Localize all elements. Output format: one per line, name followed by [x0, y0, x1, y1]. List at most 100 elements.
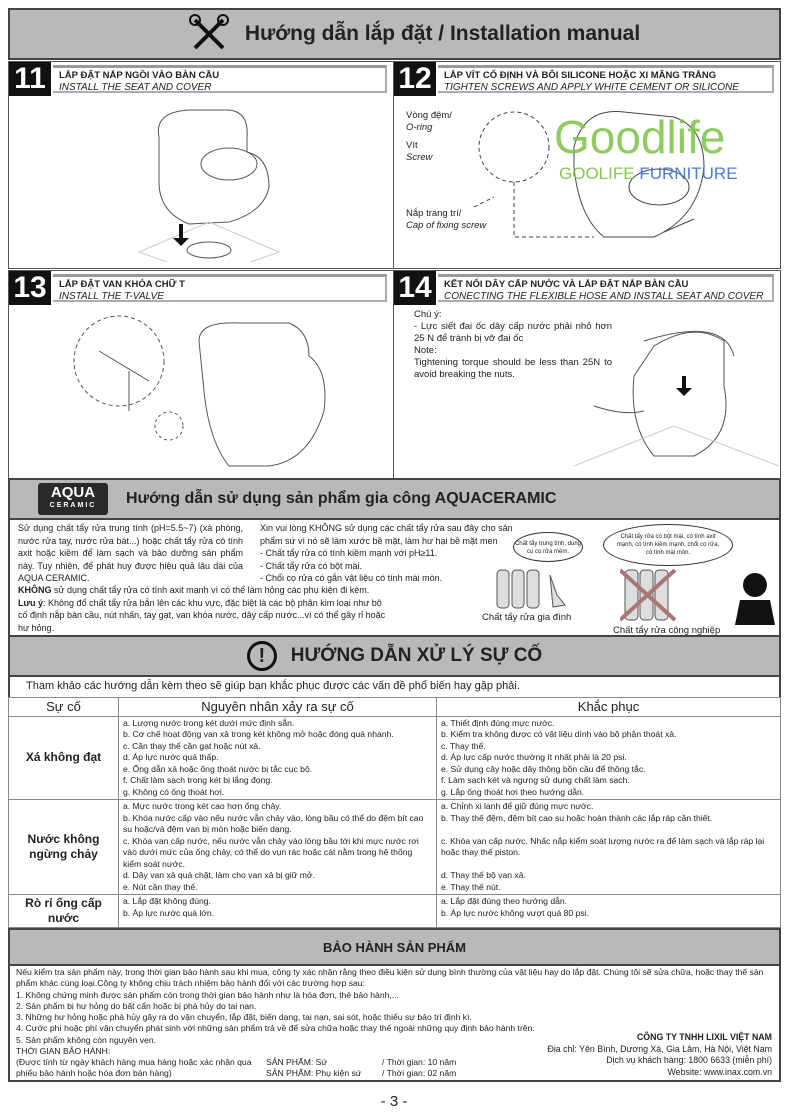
- list-item: c. Khóa van cấp nước, nếu nước vẫn chảy …: [123, 835, 419, 869]
- list-item: g. Không có ống thoát hơi.: [123, 786, 225, 797]
- aqua-paragraph-2: KHÔNG sử dụng chất tẩy rửa có tính axit …: [18, 585, 386, 633]
- warranty-period: THỜI GIAN BẢO HÀNH:(Được tính từ ngày kh…: [16, 1046, 252, 1078]
- list-item: a. Thiết định đúng mực nước.: [441, 717, 555, 728]
- issue-cell: Nước không ngừng chảy: [8, 799, 119, 895]
- goodlife-watermark-text: GOOLIFE FURNITURE: [559, 164, 738, 183]
- list-item: b. Áp lực nước không vượt quá 80 psi.: [441, 907, 589, 918]
- step-number: 13: [9, 271, 51, 305]
- screw-illustration: [474, 110, 705, 238]
- list-item: a. Chỉnh xi lanh để giữ đúng mực nước.: [441, 801, 594, 811]
- page-number: - 3 -: [380, 1093, 408, 1110]
- list-item: [441, 824, 776, 836]
- list-item: e. Nút cần thay thế.: [123, 881, 198, 892]
- fixes-cell: a. Chỉnh xi lanh để giữ đúng mực nước.b.…: [436, 799, 781, 895]
- household-cleaner-caption: Chất tẩy rửa gia đình: [482, 612, 572, 623]
- step-title-en: CONECTING THE FLEXIBLE HOSE AND INSTALL …: [444, 291, 764, 302]
- step-number: 11: [9, 62, 51, 96]
- industrial-cleaner-icon: [620, 568, 775, 625]
- label-screw-vi: Vít: [406, 140, 418, 151]
- list-item: d. Áp lực nước quá thấp.: [123, 752, 219, 762]
- warranty-terms: Nếu kiểm tra sản phẩm này, trong thời gi…: [16, 967, 764, 1045]
- warranty-header: BẢO HÀNH SẢN PHẨM: [8, 928, 781, 966]
- list-item: b. Thay thế đệm, đệm bít cao su hoặc hoà…: [441, 812, 713, 823]
- list-item: e. Ống dẫn xả hoặc ống thoát nước bị tắc…: [123, 763, 313, 774]
- col-fix: Khắc phục: [436, 697, 781, 717]
- causes-cell: a. Lượng nước trong két dưới mức định sẵ…: [118, 715, 437, 800]
- list-item: c. Thay thế.: [441, 740, 486, 751]
- col-cause: Nguyên nhân xảy ra sự cố: [118, 697, 437, 717]
- step-title-vi: LẮP ĐẶT NẮP NGỒI VÀO BÀN CẦU: [59, 70, 220, 81]
- label-screw-en: Screw: [406, 152, 433, 163]
- website-link[interactable]: Website: www.inax.com.vn: [667, 1066, 772, 1077]
- aqua-warning-list: Xin vui lòng KHÔNG sử dụng các chất tẩy …: [260, 523, 513, 583]
- speech-bubble-household: Chất tẩy trung tính, dụng cụ cọ rửa mềm.: [513, 532, 583, 562]
- list-item: a. Lượng nước trong két dưới mức định sẵ…: [123, 717, 295, 728]
- tools-icon: [188, 14, 229, 50]
- exclamation-icon: !: [246, 641, 277, 671]
- page-title: Hướng dẫn lắp đặt / Installation manual: [244, 22, 641, 45]
- warranty-body: [8, 964, 781, 1082]
- list-item: [441, 859, 776, 871]
- list-item: e. Thay thế nút.: [441, 881, 501, 892]
- list-item: a. Lắp đặt đúng theo hướng dẫn.: [441, 896, 568, 906]
- industrial-cleaner-caption: Chất tẩy rửa công nghiệp: [613, 625, 721, 636]
- aquaceramic-title: Hướng dẫn sử dụng sản phẩm gia công AQUA…: [126, 490, 557, 507]
- list-item: a. Lắp đặt không đúng.: [123, 896, 211, 906]
- causes-cell: a. Lắp đặt không đúng.b. Áp lực nước quá…: [118, 894, 437, 928]
- list-item: c. Cần thay thế cần gạt hoặc nút xả.: [123, 740, 261, 751]
- step-12: 12 LẮP VÍT CỐ ĐỊNH VÀ BÔI SILICONE HOẶC …: [393, 61, 781, 269]
- label-cap-en: Cap of fixing screw: [406, 220, 487, 231]
- goodlife-watermark-logo: Goodlife: [554, 111, 726, 163]
- household-cleaner-icon: [496, 569, 566, 609]
- list-item: a. Mực nước trong két cao hơn ống chảy.: [123, 801, 282, 811]
- list-item: f. Chất làm sạch trong két bị lắng đọng.: [123, 775, 273, 785]
- speech-bubble-industrial: Chất tẩy rửa có bột mài, có tính axit mạ…: [603, 524, 733, 566]
- step-number: 14: [394, 271, 436, 305]
- step-14: 14 KẾT NỐI DÂY CẤP NƯỚC VÀ LẮP ĐẶT NẮP B…: [393, 270, 781, 479]
- warranty-title: BẢO HÀNH SẢN PHẨM: [323, 939, 466, 955]
- t-valve-illustration: [73, 315, 326, 467]
- aqua-paragraph-1: Sử dụng chất tẩy rửa trung tính (pH=5.5~…: [18, 523, 243, 583]
- step-14-note: Chú ý:- Lực siết đai ốc dây cấp nước phả…: [414, 309, 612, 380]
- list-item: d. Áp lực cấp nước thường ít nhất phải l…: [441, 752, 627, 762]
- hose-seat-illustration: [574, 330, 779, 467]
- toilet-seat-illustration: [137, 109, 281, 262]
- warranty-products: SẢN PHẨM: Sứ/ Thời gian: 10 năm SẢN PHẨM…: [266, 1057, 457, 1078]
- list-item: f. Làm sạch két và ngưng sử dụng chất là…: [441, 775, 630, 785]
- fixes-cell: a. Lắp đặt đúng theo hướng dẫn.b. Áp lực…: [436, 894, 781, 928]
- list-item: g. Lắp ống thoát hơi theo hướng dẫn.: [441, 786, 585, 797]
- list-item: d. Dây van xả quá chặt, làm cho van xả b…: [123, 870, 315, 880]
- step-number: 12: [394, 62, 436, 96]
- list-item: b. Cơ chế hoạt động van xả trong két khô…: [123, 729, 394, 739]
- table-row: Nước không ngừng chảy a. Mực nước trong k…: [8, 799, 781, 895]
- col-issue: Sự cố: [8, 697, 119, 717]
- troubleshooting-intro: Tham khảo các hướng dẫn kèm theo sẽ giúp…: [8, 677, 781, 698]
- page-header: Hướng dẫn lắp đặt / Installation manual: [8, 8, 781, 60]
- list-item: b. Áp lực nước quá lớn.: [123, 907, 215, 918]
- issue-cell: Xá không đạt: [8, 715, 119, 800]
- step-title-vi: LẮP ĐẶT VAN KHÓA CHỮ T: [59, 279, 185, 290]
- step-title-en: TIGHTEN SCREWS AND APPLY WHITE CEMENT OR…: [444, 82, 739, 93]
- step-title-en: INSTALL THE T-VALVE: [59, 291, 164, 302]
- step-title-vi: LẮP VÍT CỐ ĐỊNH VÀ BÔI SILICONE HOẶC XI …: [444, 70, 717, 81]
- issue-cell: Rò rỉ ống cấp nước: [8, 894, 119, 928]
- label-cap-vi: Nắp trang trí/: [406, 208, 462, 219]
- list-item: b. Kiểm tra không được có vật liệu dính …: [441, 729, 677, 739]
- fixes-cell: a. Thiết định đúng mực nước.b. Kiểm tra …: [436, 715, 781, 800]
- list-item: b. Khóa nước cấp vào nếu nước vẫn chảy v…: [123, 812, 424, 835]
- list-item: e. Sử dụng cây hoặc dây thông bồn cầu để…: [441, 763, 646, 774]
- troubleshooting-header: ! HƯỚNG DẪN XỬ LÝ SỰ CỐ: [8, 635, 781, 677]
- label-oring-en: O-ring: [406, 122, 433, 133]
- table-row: Xá không đạt a. Lượng nước trong két dưới…: [8, 715, 781, 800]
- step-title-en: INSTALL THE SEAT AND COVER: [59, 82, 212, 93]
- list-item: c. Khóa van cấp nước. Nhấc nắp kiểm soát…: [441, 835, 765, 858]
- troubleshooting-title: HƯỚNG DẪN XỬ LÝ SỰ CỐ: [290, 645, 543, 666]
- step-title-vi: KẾT NỐI DÂY CẤP NƯỚC VÀ LẮP ĐẶT NẮP BÀN …: [444, 279, 689, 290]
